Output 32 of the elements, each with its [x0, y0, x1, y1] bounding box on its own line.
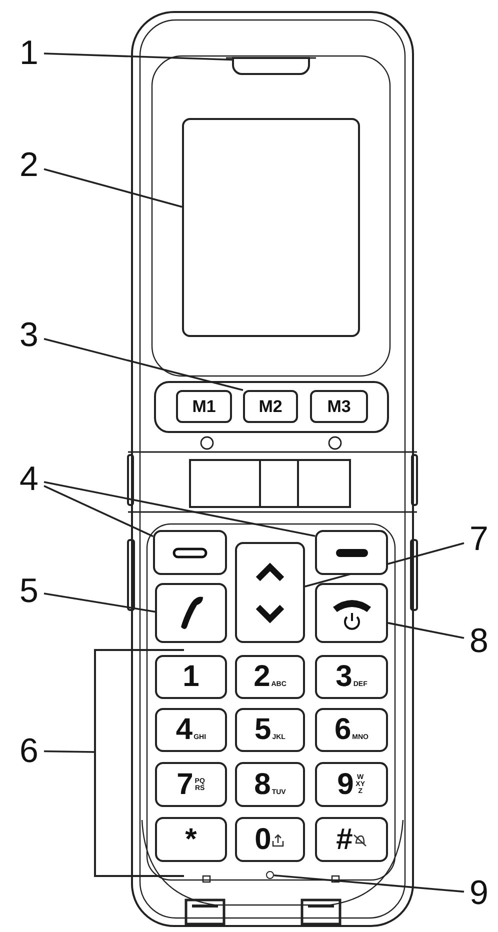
soft-key — [315, 530, 388, 575]
soft-key — [153, 530, 227, 575]
leader-line — [44, 592, 156, 613]
callout-number: 7 — [464, 518, 494, 560]
memory-key: M3 — [310, 390, 368, 423]
leader-line — [274, 874, 464, 893]
memory-key: M1 — [176, 390, 232, 423]
leader-line — [388, 622, 464, 639]
keypad-key: 1 — [155, 655, 227, 699]
callout-number: 6 — [14, 730, 44, 772]
keypad-key: 0 — [235, 817, 305, 862]
callout-number: 9 — [464, 872, 494, 914]
callout-number: 2 — [14, 144, 44, 186]
navigation-key — [235, 542, 305, 643]
keypad-key: # — [315, 817, 388, 862]
leader-line — [44, 168, 182, 208]
leader-line — [44, 52, 232, 61]
microphone — [266, 871, 274, 879]
callout-number: 1 — [14, 32, 44, 74]
end-call-key — [315, 583, 388, 643]
callout-number: 5 — [14, 570, 44, 612]
leader-line — [44, 750, 94, 753]
callout-number: 3 — [14, 314, 44, 356]
display-screen — [182, 118, 360, 337]
leader-line — [44, 481, 316, 537]
keypad-key: * — [155, 817, 227, 862]
call-key — [155, 583, 227, 643]
earpiece — [232, 57, 310, 75]
callout-number: 8 — [464, 620, 494, 662]
memory-key: M2 — [243, 390, 298, 423]
leader-line — [44, 338, 244, 391]
callout-number: 4 — [14, 458, 44, 500]
